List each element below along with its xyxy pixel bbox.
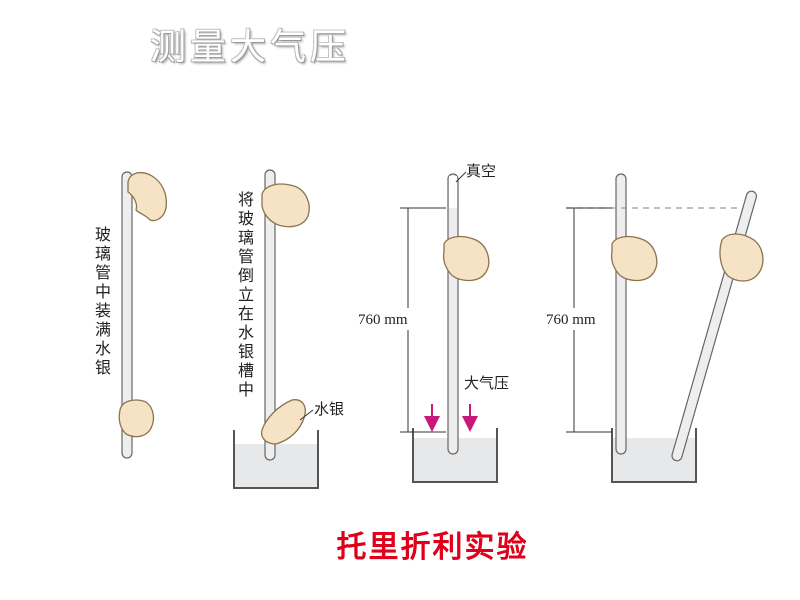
experiment-caption: 托里折利实验 xyxy=(336,530,529,565)
pressure-label: 大气压 xyxy=(464,374,509,392)
step4-vertical-tube xyxy=(615,173,627,455)
step4-trough xyxy=(611,428,697,483)
vacuum-leader-line xyxy=(455,171,467,183)
step3-glass-tube xyxy=(447,173,459,455)
vacuum-label: 真空 xyxy=(466,162,496,180)
step2-bottom-hand xyxy=(260,399,306,445)
step3-hand xyxy=(442,235,490,282)
step1-figure: 玻璃管中装满水银 xyxy=(95,171,168,459)
step3-height-label: 760 mm xyxy=(358,312,408,328)
step1-glass-tube xyxy=(121,171,133,459)
step1-label: 玻璃管中装满水银 xyxy=(95,225,111,377)
mercury-label: 水银 xyxy=(314,400,344,418)
step2-figure: 将玻璃管倒立在水银槽中 水银 xyxy=(233,169,344,489)
step3-vacuum-space xyxy=(449,176,457,208)
step4-height-label: 760 mm xyxy=(546,312,596,328)
step2-glass-tube xyxy=(264,169,276,461)
step2-top-hand xyxy=(261,183,310,228)
step3-figure: 真空 760 mm 大气压 xyxy=(358,162,509,483)
step1-bottom-hand xyxy=(118,399,155,438)
slide-title: 测量大气压 xyxy=(150,27,351,68)
step3-trough xyxy=(412,428,498,483)
step2-trough xyxy=(233,430,319,489)
step1-top-hand xyxy=(127,171,168,222)
step2-label: 将玻璃管倒立在水银槽中 xyxy=(238,190,254,399)
mercury-leader-line xyxy=(299,409,314,421)
step4-tilted-tube xyxy=(671,190,758,462)
step4-vertical-hand xyxy=(610,235,658,282)
step4-figure: 760 mm xyxy=(546,173,764,483)
step4-tilted-hand xyxy=(719,233,764,282)
step2-mercury xyxy=(235,444,317,487)
